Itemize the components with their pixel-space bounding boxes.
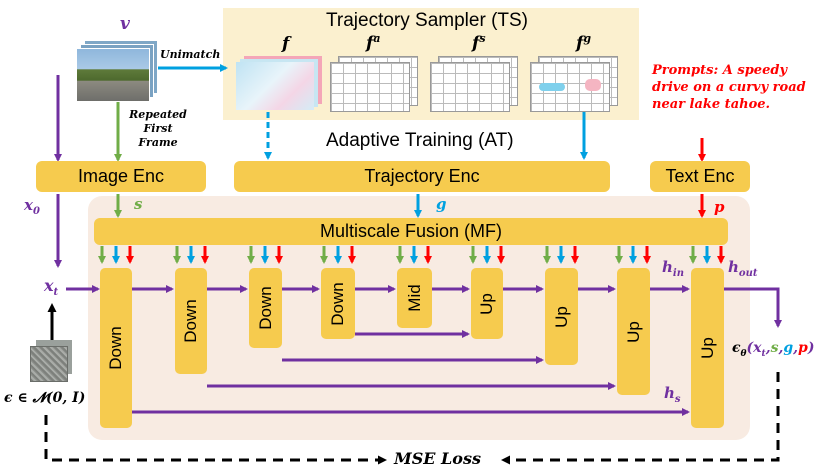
flow-fs-grid (430, 56, 518, 112)
flow-fa-label: fa (366, 32, 381, 54)
g-symbol: g (436, 195, 447, 213)
image-encoder-block: Image Enc (36, 161, 206, 192)
flow-fa-grid (330, 56, 418, 112)
text-encoder-block: Text Enc (650, 161, 750, 192)
input-video-thumbnail (76, 40, 158, 102)
down-block-1: Down (100, 268, 132, 428)
noise-distribution-label: ϵ ∈ 𝓝(0, I) (4, 390, 86, 406)
xt-symbol: xt (44, 276, 59, 299)
flow-fg-label: fg (576, 32, 592, 54)
video-label: v (120, 14, 130, 34)
mid-block: Mid (397, 268, 432, 328)
noise-cube (30, 340, 72, 382)
h-s-symbol: hs (664, 384, 681, 405)
predicted-noise-label: ϵθ(xt,s,g,p) (732, 340, 815, 359)
up-block-2: Up (545, 268, 578, 365)
h-out-symbol: hout (728, 258, 758, 279)
up-block-3: Up (617, 268, 650, 395)
x0-symbol: x0 (24, 196, 40, 217)
flow-fs-label: fs (472, 32, 486, 54)
flow-fg-grid (530, 56, 618, 112)
flow-f-thumbnail (236, 56, 322, 110)
up-block-1: Up (471, 268, 503, 339)
h-in-symbol: hin (662, 258, 684, 279)
trajectory-sampler-title: Trajectory Sampler (TS) (326, 10, 528, 31)
trajectory-encoder-block: Trajectory Enc (234, 161, 610, 192)
adaptive-training-title: Adaptive Training (AT) (326, 130, 514, 151)
s-symbol: s (134, 195, 143, 213)
flow-f-label: f (282, 34, 290, 54)
down-block-2: Down (175, 268, 207, 374)
mse-loss-label: MSE Loss (394, 449, 481, 468)
unimatch-label: Unimatch (160, 48, 221, 61)
multiscale-fusion-block: Multiscale Fusion (MF) (94, 218, 728, 245)
up-block-4: Up (691, 268, 724, 428)
p-symbol: p (714, 198, 725, 216)
down-block-3: Down (249, 268, 282, 348)
down-block-4: Down (321, 268, 355, 339)
